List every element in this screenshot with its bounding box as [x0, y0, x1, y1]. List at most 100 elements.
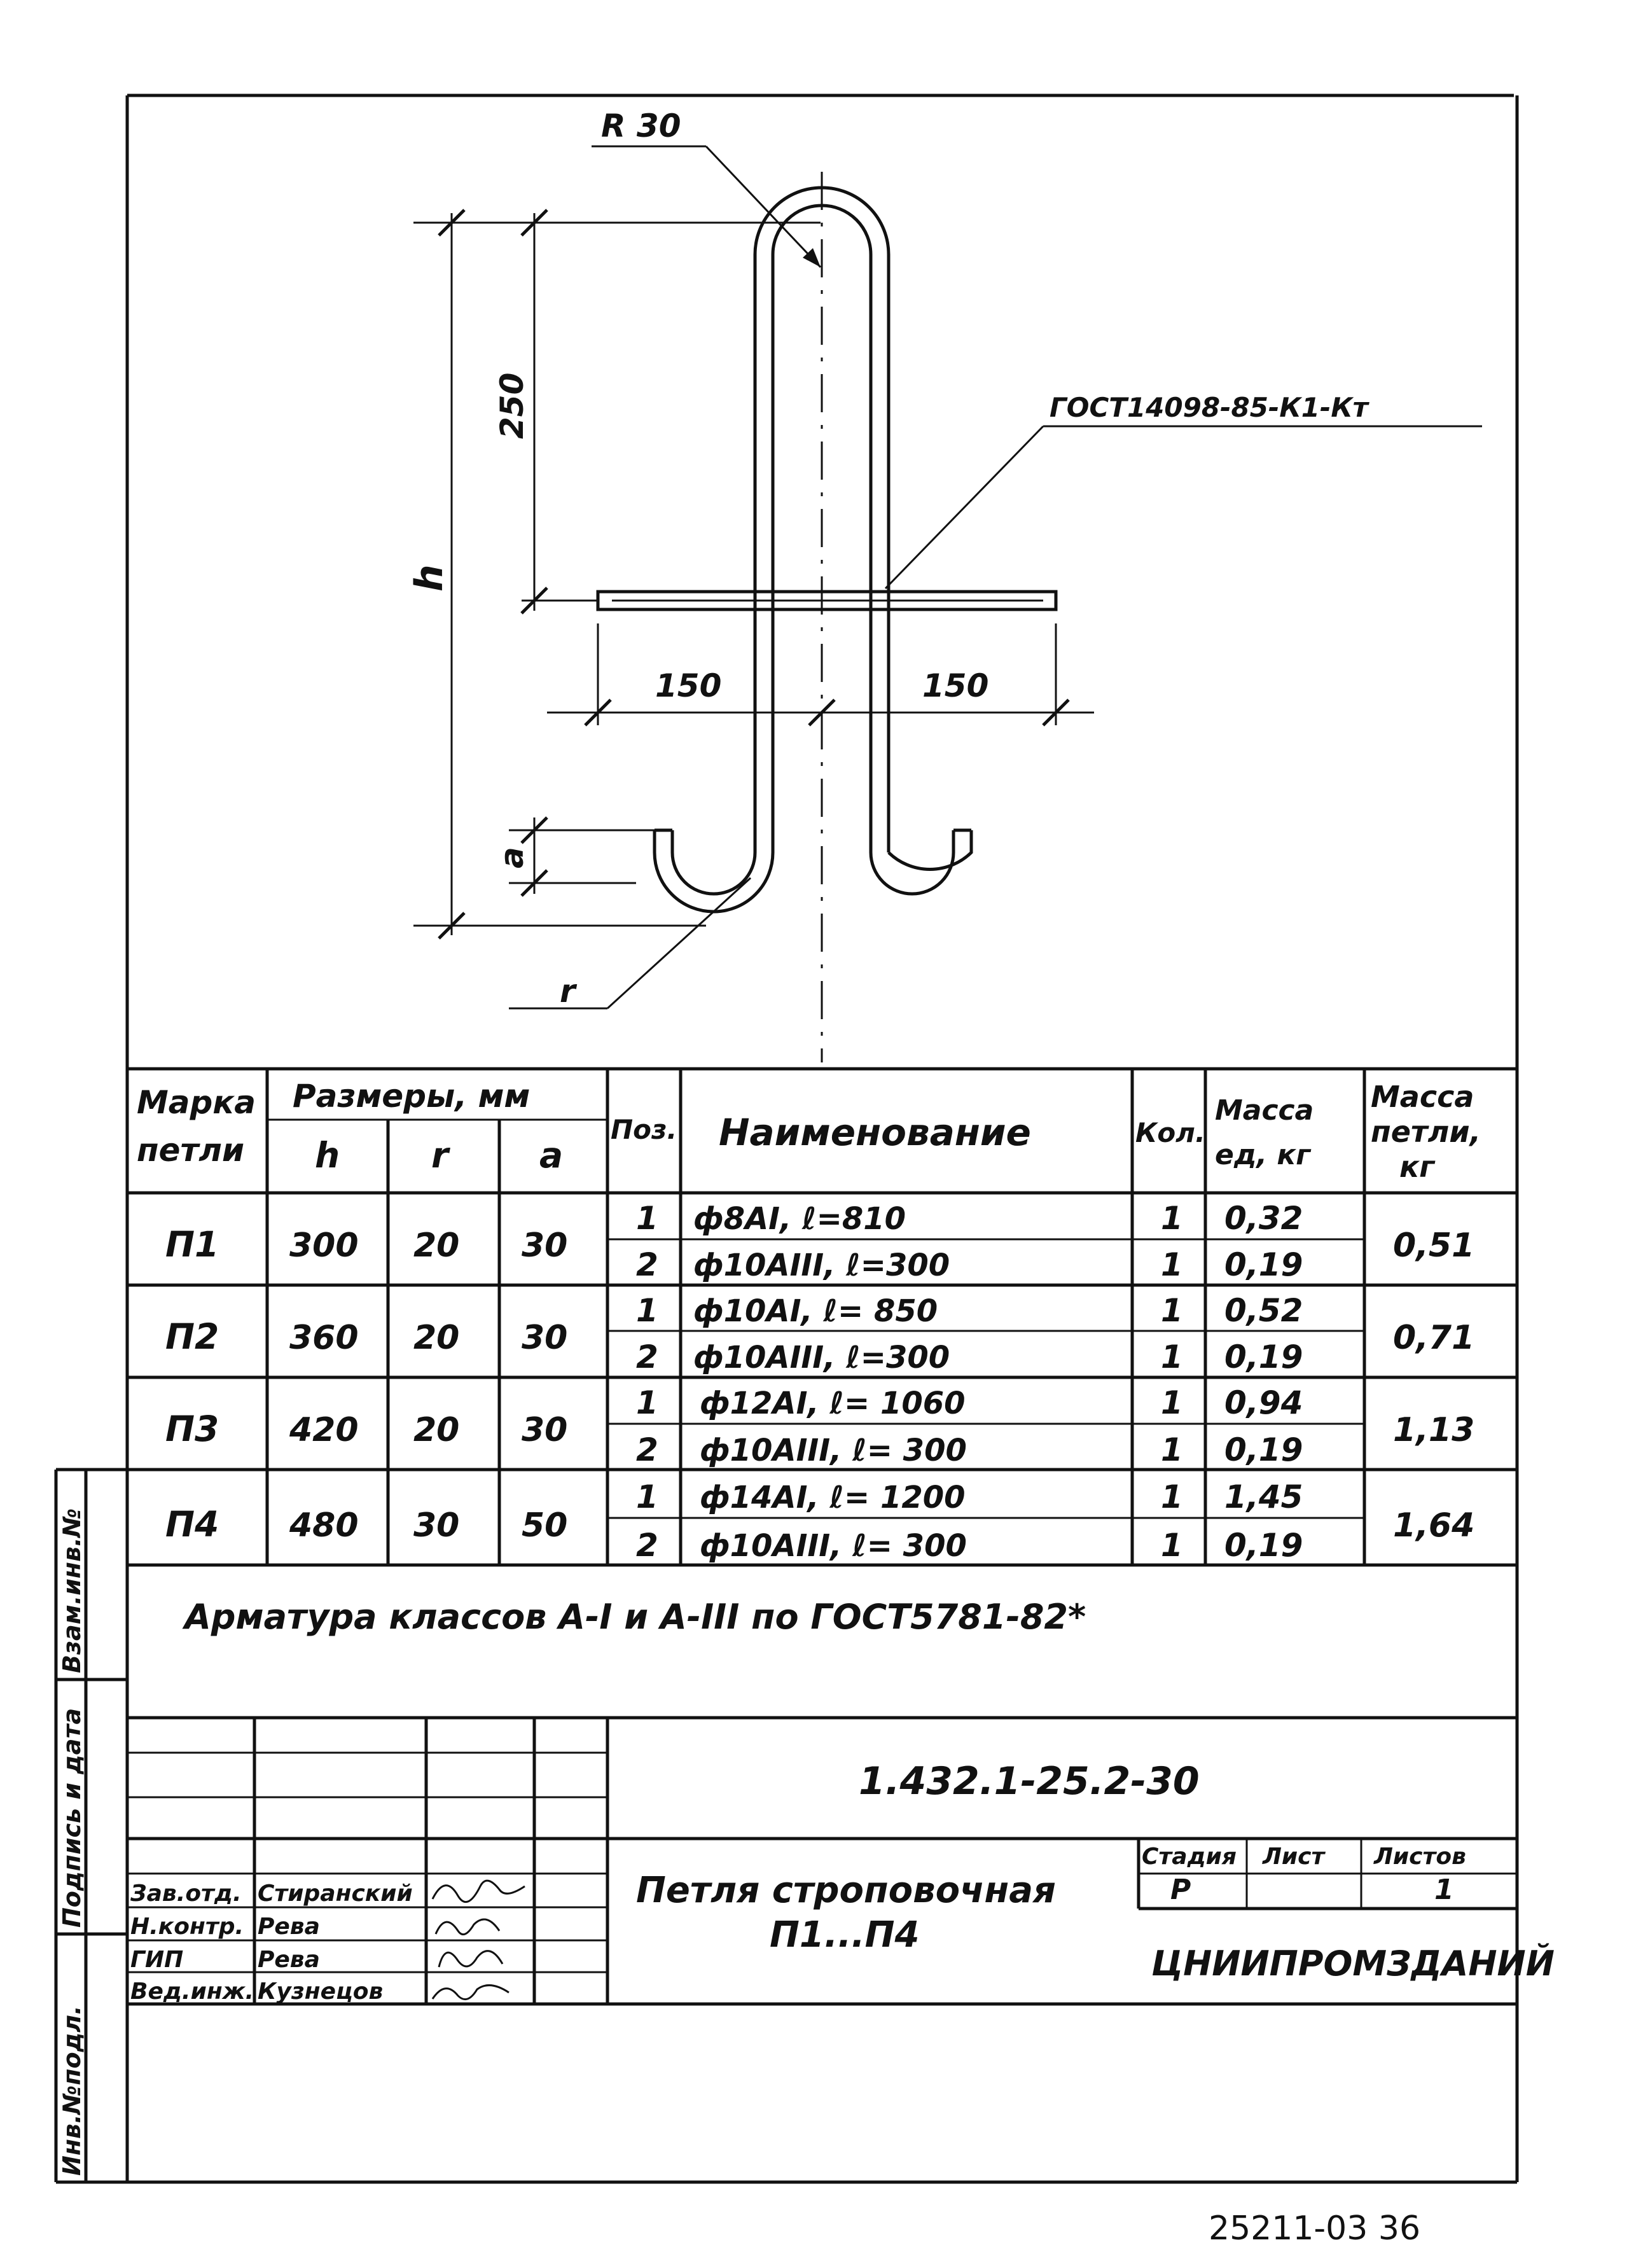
item-pos: 1 — [636, 1200, 658, 1237]
item-qty: 1 — [1161, 1431, 1183, 1468]
dim-150-right-label: 150 — [922, 667, 988, 704]
row-a: 30 — [522, 1411, 567, 1449]
hdr-loop-mass-3: кг — [1399, 1150, 1436, 1184]
spec-table — [127, 1067, 1517, 1567]
item-qty: 1 — [1161, 1527, 1183, 1564]
row-mark: П4 — [165, 1504, 219, 1545]
item-name: ф10АI, ℓ= 850 — [693, 1293, 938, 1329]
item-pos: 2 — [636, 1527, 658, 1564]
row-h: 360 — [289, 1319, 359, 1357]
item-pos: 2 — [636, 1339, 658, 1375]
row-r: 30 — [413, 1506, 459, 1545]
hdr-name: Наименование — [719, 1111, 1031, 1154]
hdr-h: h — [315, 1135, 340, 1176]
row-h: 300 — [289, 1227, 359, 1265]
item-mass: 0,19 — [1224, 1431, 1303, 1468]
leaders — [509, 145, 1482, 1010]
stage-label: Стадия — [1142, 1844, 1237, 1870]
loop-rod — [653, 186, 973, 914]
staff-name: Кузнецов — [258, 1979, 383, 2005]
sheet-frame — [125, 94, 1519, 2184]
side-label-replace: Взам.инв.№ — [58, 1508, 86, 1673]
item-pos: 2 — [636, 1431, 658, 1468]
vertical-dimensions — [413, 209, 821, 940]
loop-drawing: R 30 250 h a r 150 150 ГОСТ14098-85-К1-К… — [407, 108, 1482, 1062]
dim-150-left-label: 150 — [655, 667, 721, 704]
item-mass: 0,19 — [1224, 1339, 1303, 1375]
item-qty: 1 — [1161, 1292, 1183, 1329]
reinforcement-note: Арматура классов А-I и А-III по ГОСТ5781… — [182, 1597, 1086, 1637]
item-qty: 1 — [1161, 1339, 1183, 1375]
item-mass: 0,19 — [1224, 1246, 1303, 1283]
item-mass: 1,45 — [1224, 1478, 1303, 1515]
hdr-sizes: Размеры, мм — [293, 1078, 530, 1115]
footer-code: 25211-03 36 — [1209, 2209, 1420, 2248]
item-name: ф12АI, ℓ= 1060 — [700, 1386, 966, 1421]
table-row-p3: П3 420 20 30 1 ф12АI, ℓ= 1060 1 0,94 2 ф… — [165, 1384, 1474, 1468]
dim-r-label: r — [560, 973, 578, 1010]
item-qty: 1 — [1161, 1478, 1183, 1515]
hdr-qty: Кол. — [1135, 1117, 1205, 1148]
transverse-bar — [596, 590, 1058, 611]
item-mass: 0,32 — [1224, 1200, 1303, 1237]
table-header: Марка петли Размеры, мм h r a Поз. Наиме… — [137, 1078, 1481, 1184]
row-h: 420 — [289, 1411, 359, 1449]
staff-role: ГИП — [130, 1947, 183, 1973]
sheet-label: Лист — [1262, 1844, 1326, 1870]
row-mark: П3 — [165, 1409, 219, 1449]
signature — [431, 1984, 509, 2001]
hdr-unit-mass-2: ед, кг — [1215, 1139, 1312, 1171]
item-name: ф10АIII, ℓ= 300 — [700, 1528, 967, 1564]
item-name: ф14АI, ℓ= 1200 — [700, 1480, 966, 1515]
dim-a-label: a — [494, 847, 530, 868]
staff-list: Зав.отд. Стиранский Н.контр. Рева ГИП Ре… — [130, 1879, 525, 2005]
row-loop-mass: 0,71 — [1393, 1319, 1474, 1357]
item-qty: 1 — [1161, 1384, 1183, 1421]
table-row-p2: П2 360 20 30 1 ф10АI, ℓ= 850 1 0,52 2 ф1… — [165, 1292, 1474, 1375]
side-label-sign: Подпись и дата — [58, 1708, 86, 1928]
row-a: 30 — [522, 1319, 567, 1357]
dim-250-label: 250 — [494, 373, 530, 439]
item-pos: 2 — [636, 1246, 658, 1283]
side-strip: Инв.№подл. Подпись и дата Взам.инв.№ — [54, 1468, 127, 2184]
hdr-pos: Поз. — [611, 1114, 677, 1145]
staff-role: Зав.отд. — [130, 1881, 242, 1907]
row-loop-mass: 1,64 — [1393, 1506, 1474, 1545]
sheets-value: 1 — [1434, 1874, 1454, 1906]
sheets-label: Листов — [1373, 1844, 1466, 1870]
item-mass: 0,19 — [1224, 1527, 1303, 1564]
staff-name: Рева — [258, 1914, 320, 1940]
hdr-mark-1: Марка — [137, 1084, 256, 1121]
staff-role: Вед.инж. — [130, 1979, 254, 2005]
item-qty: 1 — [1161, 1246, 1183, 1283]
row-mark: П2 — [165, 1316, 219, 1357]
dim-h-label: h — [407, 564, 452, 592]
row-h: 480 — [289, 1506, 359, 1545]
row-r: 20 — [413, 1319, 459, 1357]
row-mark: П1 — [165, 1224, 219, 1265]
table-row-p1: П1 300 20 30 1 ф8АI, ℓ=810 1 0,32 2 ф10А… — [165, 1200, 1474, 1283]
drawing-title-line-1: Петля строповочная — [636, 1870, 1056, 1911]
signature — [431, 1879, 525, 1903]
hdr-loop-mass-2: петли, — [1371, 1115, 1481, 1149]
horizontal-dimensions — [547, 623, 1094, 727]
item-name: ф10АIII, ℓ= 300 — [700, 1433, 967, 1468]
drawing-title-line-2: П1...П4 — [770, 1914, 919, 1956]
row-a: 50 — [522, 1506, 567, 1545]
staff-name: Стиранский — [258, 1881, 413, 1907]
staff-name: Рева — [258, 1947, 320, 1973]
document-code: 1.432.1-25.2-30 — [859, 1759, 1200, 1804]
row-a: 30 — [522, 1227, 567, 1265]
item-mass: 0,94 — [1224, 1384, 1303, 1421]
item-name: ф8АI, ℓ=810 — [693, 1201, 906, 1237]
hdr-unit-mass-1: Масса — [1215, 1094, 1314, 1127]
row-loop-mass: 0,51 — [1393, 1227, 1474, 1265]
row-r: 20 — [413, 1227, 459, 1265]
item-name: ф10АIII, ℓ=300 — [693, 1340, 950, 1375]
stage-value: Р — [1170, 1874, 1191, 1906]
hdr-a: a — [539, 1135, 563, 1176]
organization-name: ЦНИИПРОМЗДАНИЙ — [1151, 1944, 1555, 1984]
hdr-loop-mass-1: Масса — [1371, 1080, 1474, 1114]
item-pos: 1 — [636, 1478, 658, 1515]
table-row-p4: П4 480 30 50 1 ф14АI, ℓ= 1200 1 1,45 2 ф… — [165, 1478, 1474, 1564]
